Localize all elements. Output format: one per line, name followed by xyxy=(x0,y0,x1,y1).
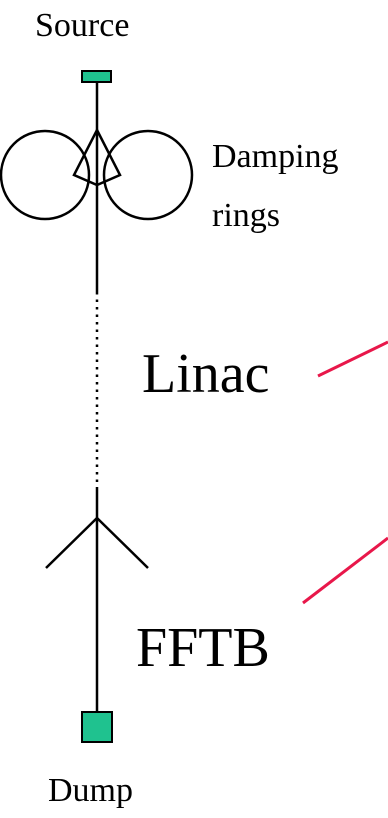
dump-label: Dump xyxy=(48,772,133,809)
fftb-pointer-line xyxy=(302,536,388,605)
fftb-label: FFTB xyxy=(136,617,270,679)
source-box xyxy=(81,70,112,83)
damping-rings-label-line1: Damping xyxy=(212,138,339,175)
linac-pointer-line xyxy=(317,340,388,378)
damping-ring-injection-diamond xyxy=(72,127,122,187)
source-label: Source xyxy=(35,7,130,44)
fftb-branch-left xyxy=(45,517,98,569)
damping-ring-left xyxy=(0,129,91,221)
fftb-branch-right xyxy=(96,517,149,569)
damping-ring-right xyxy=(102,129,194,221)
linac-label: Linac xyxy=(142,343,270,405)
damping-rings-label-line2: rings xyxy=(212,197,280,234)
dump-box xyxy=(81,711,113,743)
